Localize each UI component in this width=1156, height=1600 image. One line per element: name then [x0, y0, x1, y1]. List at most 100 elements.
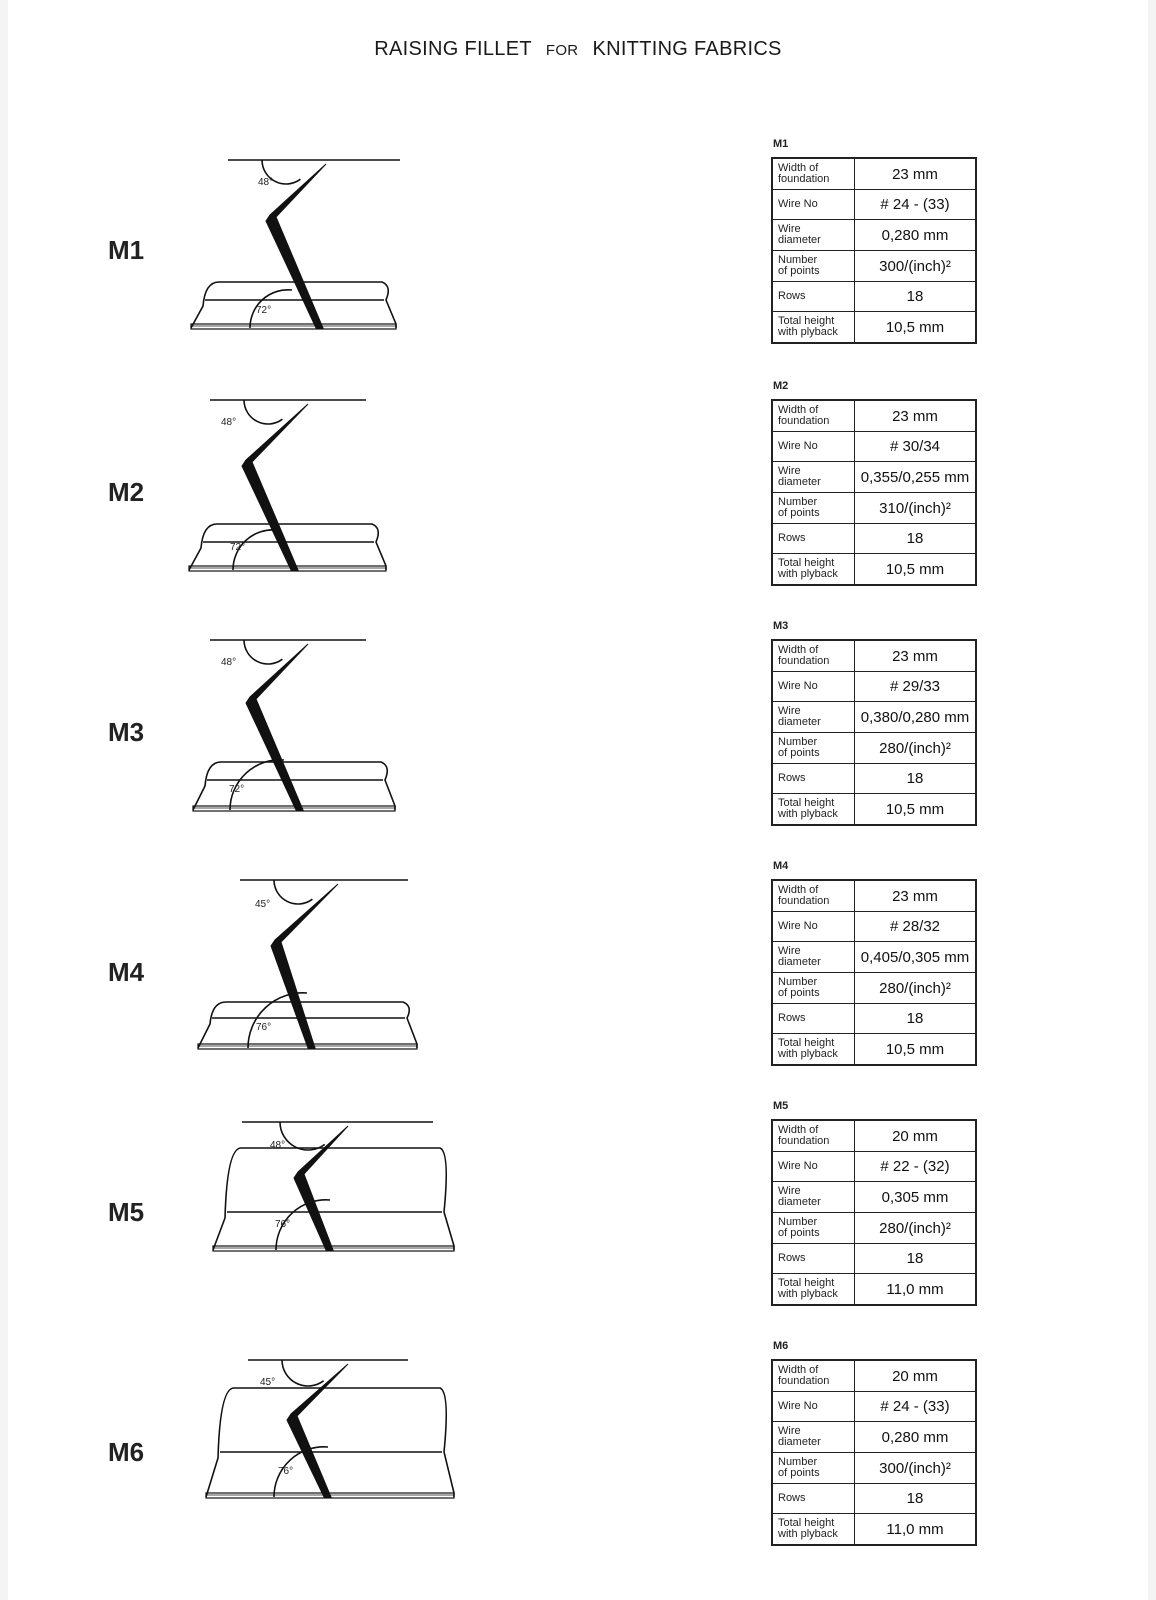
wire-tooth [241, 403, 309, 571]
spec-value: 10,5 mm [854, 553, 977, 586]
fillet-diagram: 48° 72° [192, 639, 396, 812]
spec-label-line: foundation [778, 415, 830, 427]
spec-label-line: Wire [778, 1425, 801, 1437]
spec-label-line: Wire No [778, 680, 818, 692]
spec-value: 18 [854, 1483, 977, 1514]
angle-label-bottom: 72° [229, 784, 244, 795]
spec-value: 23 mm [854, 879, 977, 912]
spec-row-wire-no: Wire No# 24 - (33) [771, 1391, 977, 1422]
spec-value: 20 mm [854, 1119, 977, 1152]
spec-label-line: of points [778, 265, 820, 277]
angle-arc-top [273, 879, 313, 905]
spec-value: 280/(inch)² [854, 1212, 977, 1244]
spec-label-line: Width of [778, 884, 819, 896]
spec-label-line: with plyback [778, 1288, 838, 1300]
wire-tooth [245, 643, 309, 811]
spec-value: 300/(inch)² [854, 250, 977, 282]
spec-label-line: diameter [778, 716, 821, 728]
fillet-diagram: 48°72° [190, 159, 400, 330]
fillet-diagram: 48°76° [212, 1121, 455, 1252]
model-label: M3 [108, 717, 145, 747]
spec-label-line: Number [778, 976, 818, 988]
spec-value: 0,355/0,255 mm [854, 461, 977, 493]
angle-label-top: 48° [221, 657, 236, 668]
angle-arc-top [243, 399, 283, 425]
angle-arc-top [261, 159, 301, 185]
spec-value: 23 mm [854, 157, 977, 190]
model-label: M5 [108, 1197, 145, 1227]
foundation [190, 281, 397, 329]
table-code: M1 [773, 138, 789, 150]
spec-label-line: Total height [778, 315, 835, 327]
table-code: M6 [773, 1340, 789, 1352]
spec-label-line: Total height [778, 557, 835, 569]
spec-label-line: foundation [778, 655, 830, 667]
spec-value: # 24 - (33) [854, 189, 977, 220]
angle-label-bottom: 76° [275, 1219, 290, 1230]
spec-label-line: Wire [778, 705, 801, 717]
spec-label-line: Number [778, 254, 818, 266]
wire-tooth [265, 163, 327, 329]
spec-label: Rows [771, 1243, 855, 1274]
plyback [205, 1492, 455, 1499]
angle-label-top: 45° [255, 899, 270, 910]
spec-label: Wire No [771, 1391, 855, 1422]
spec-label-line: of points [778, 507, 820, 519]
spec-label: Wire No [771, 189, 855, 220]
spec-value: 18 [854, 281, 977, 312]
spec-label-line: diameter [778, 476, 821, 488]
spec-value: 0,280 mm [854, 219, 977, 251]
spec-label-line: Number [778, 496, 818, 508]
angle-label-top: 48° [221, 417, 236, 428]
spec-row-wire-no: Wire No# 22 - (32) [771, 1151, 977, 1182]
angle-arc-bottom [232, 529, 278, 571]
spec-label-line: Rows [778, 1252, 806, 1264]
spec-label-line: foundation [778, 895, 830, 907]
angle-arc-bottom [275, 1199, 331, 1251]
spec-label-line: Width of [778, 1124, 819, 1136]
angle-label-top: 45° [260, 1377, 275, 1388]
table-code: M3 [773, 620, 789, 632]
spec-value: 20 mm [854, 1359, 977, 1392]
spec-label-line: Wire [778, 223, 801, 235]
spec-value: 18 [854, 523, 977, 554]
plyback [212, 1245, 455, 1252]
spec-value: 11,0 mm [854, 1273, 977, 1306]
spec-label-line: Number [778, 1216, 818, 1228]
wire-tooth [286, 1363, 349, 1498]
wire-tooth [270, 883, 339, 1049]
spec-label-line: foundation [778, 1375, 830, 1387]
angle-arc-bottom [273, 1446, 329, 1498]
